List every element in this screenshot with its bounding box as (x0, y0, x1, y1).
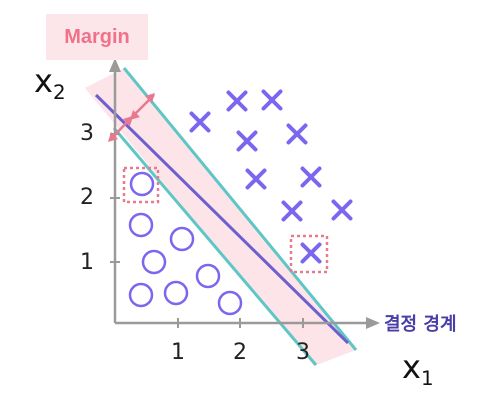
cross-marker (286, 123, 308, 145)
circle-marker (195, 263, 221, 289)
y-axis-label-sub: 2 (52, 80, 66, 104)
x-axis-arrowhead (366, 317, 380, 329)
support-vector-highlight-o (122, 166, 160, 204)
circle-marker (169, 226, 195, 252)
y-axis-arrowhead (109, 58, 121, 72)
tick-marks (110, 133, 304, 328)
x-axis-label-base: x (402, 348, 421, 386)
x-tick-label-3: 3 (296, 340, 310, 365)
cross-marker (236, 130, 258, 152)
upper-margin-line (122, 67, 358, 351)
cross-marker (189, 111, 211, 133)
circle-marker (163, 280, 189, 306)
class-x-points (189, 89, 353, 264)
circle-marker (128, 212, 154, 238)
cross-marker (226, 90, 248, 112)
circle-marker (129, 171, 155, 197)
x-axis-label: x1 (402, 348, 434, 390)
x-tick-label-1: 1 (171, 340, 185, 365)
x-tick-label-2: 2 (233, 340, 247, 365)
cross-marker (245, 168, 267, 190)
circle-marker (141, 249, 167, 275)
circle-marker (128, 282, 154, 308)
margin-label: Margin (46, 14, 148, 60)
y-tick-label-1: 1 (80, 250, 94, 275)
support-vector-highlight-x (289, 234, 329, 274)
y-tick-label-3: 3 (80, 121, 94, 146)
lower-margin-line (112, 127, 318, 366)
cross-marker (300, 166, 322, 188)
cross-marker (300, 242, 322, 264)
y-axis-label: x2 (34, 62, 66, 104)
decision-boundary-line (94, 93, 350, 345)
decision-boundary-label: 결정 경계 (384, 314, 457, 335)
cross-marker (331, 199, 353, 221)
cross-marker (261, 89, 283, 111)
class-o-points (128, 171, 243, 316)
cross-marker (281, 200, 303, 222)
x-axis-label-sub: 1 (420, 366, 434, 390)
y-axis-label-base: x (34, 62, 53, 100)
circle-marker (217, 290, 243, 316)
margin-width-arrows (108, 93, 155, 142)
margin-label-text: Margin (64, 25, 130, 48)
y-tick-label-2: 2 (80, 185, 94, 210)
